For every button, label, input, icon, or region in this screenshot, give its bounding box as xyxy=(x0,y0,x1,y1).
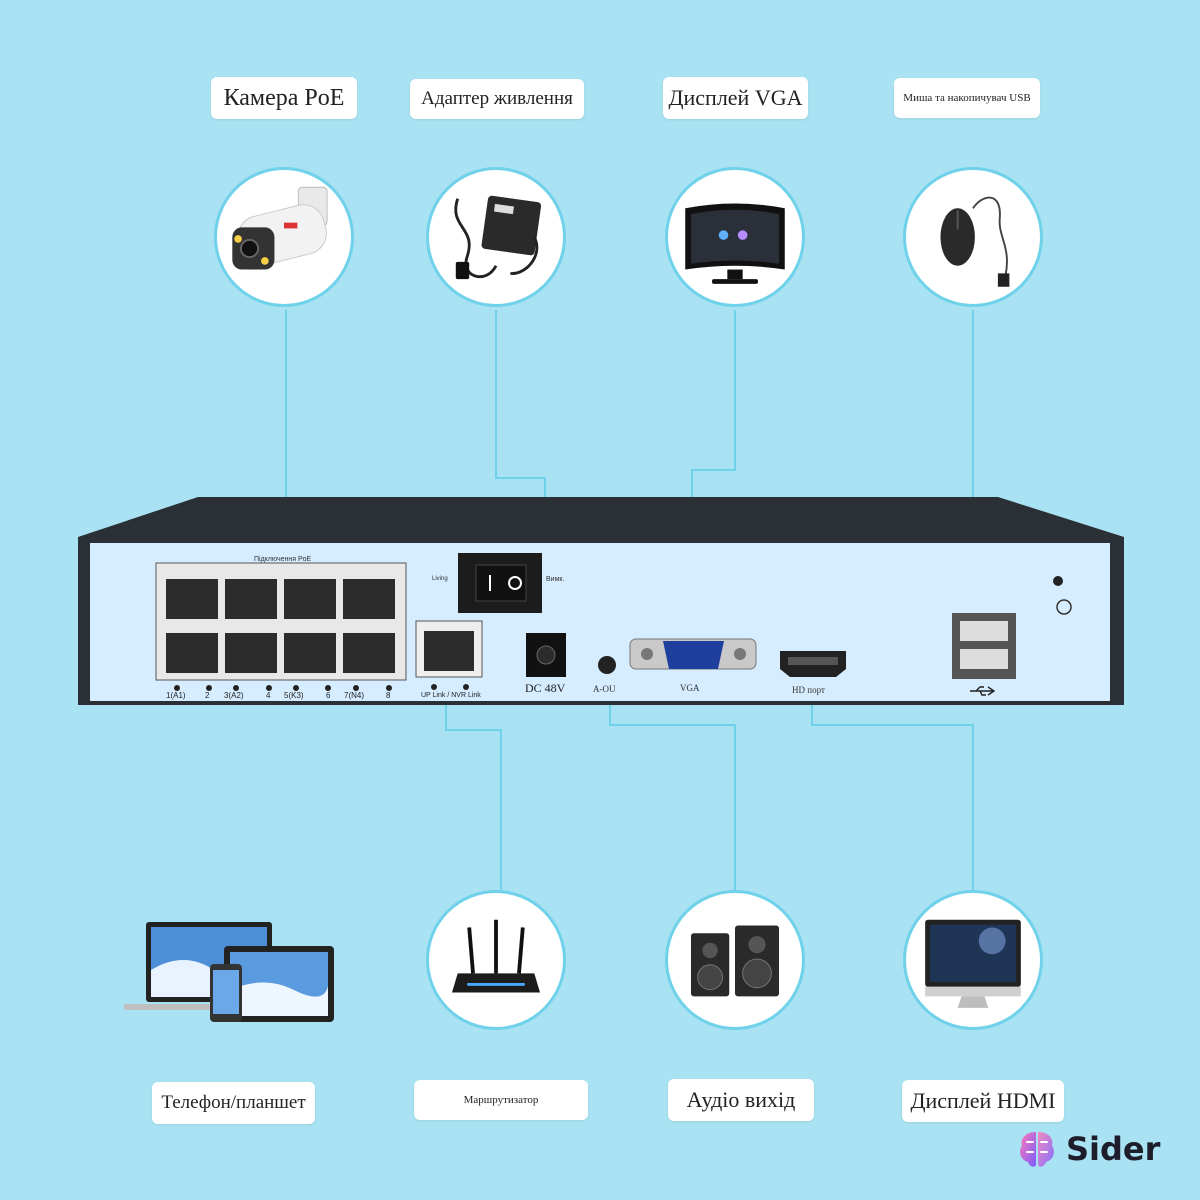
vga-label: VGA xyxy=(680,683,700,693)
label-camera-poe: Камера PoE xyxy=(211,77,357,119)
port-label: 2 xyxy=(205,691,210,700)
bullet-camera-icon xyxy=(214,167,354,307)
poe-header: Підключення PoE xyxy=(254,556,312,563)
port-label: 4 xyxy=(266,691,271,700)
port-label: 6 xyxy=(326,691,331,700)
label-hdmi-display: Дисплей HDMI xyxy=(902,1080,1064,1122)
monitor-icon xyxy=(665,167,805,307)
label-vga-display: Дисплей VGA xyxy=(663,77,808,119)
wire-hdmi xyxy=(811,690,974,890)
port-label: 1(A1) xyxy=(166,691,186,700)
wire-router xyxy=(445,690,502,890)
switch-left-label: Living xyxy=(432,576,448,582)
router-icon xyxy=(426,890,566,1030)
poe-port-labels: 1(A1) 2 3(A2) 4 5(K3) 6 7(N4) 8 xyxy=(160,691,410,703)
uplink-label: UP Link / NVR Link xyxy=(421,692,481,699)
label-router: Маршрутизатор xyxy=(414,1080,588,1120)
audio-label: A-OU xyxy=(593,684,616,694)
laptop-tablet-phone-icon xyxy=(124,920,336,1024)
hdmi-label: HD порт xyxy=(792,685,825,695)
speakers-icon xyxy=(665,890,805,1030)
sider-logo-text: Sider xyxy=(1066,1130,1161,1168)
sider-watermark: Sider xyxy=(1016,1128,1160,1170)
label-usb-mouse: Миша та накопичувач USB xyxy=(894,78,1040,118)
port-label: 8 xyxy=(386,691,391,700)
dc-label: DC 48V xyxy=(525,681,566,695)
label-phone-tablet: Телефон/планшет xyxy=(152,1082,315,1124)
port-label: 3(A2) xyxy=(224,691,244,700)
label-power-adapter: Адаптер живлення xyxy=(410,79,584,119)
power-adapter-icon xyxy=(426,167,566,307)
imac-display-icon xyxy=(903,890,1043,1030)
switch-right-label: Вимк. xyxy=(546,576,565,583)
wire-audio xyxy=(609,690,736,890)
port-label: 7(N4) xyxy=(344,691,365,700)
usb-mouse-icon xyxy=(903,167,1043,307)
label-audio-output: Аудіо вихід xyxy=(668,1079,814,1121)
usb-symbol-icon xyxy=(968,684,998,696)
port-label: 5(K3) xyxy=(284,691,304,700)
nvr-rear-panel xyxy=(78,493,1124,705)
sider-brain-icon xyxy=(1016,1128,1058,1170)
